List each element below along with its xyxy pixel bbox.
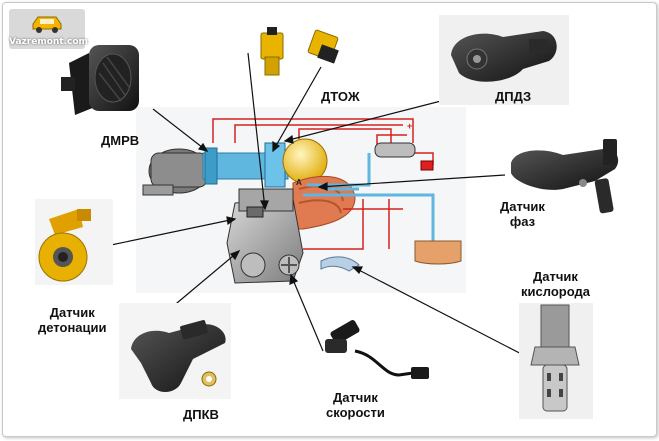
label-speed-sensor: Датчик скорости xyxy=(326,390,385,420)
site-logo[interactable]: Vazremont.com xyxy=(9,9,88,49)
leader-phase xyxy=(318,174,506,188)
dtozh-sensor-image xyxy=(260,27,339,76)
purge-valve xyxy=(420,160,434,171)
car-icon xyxy=(32,16,62,33)
canister xyxy=(374,142,416,158)
leader-dtozh-2 xyxy=(272,66,322,152)
dpdz-sensor-image xyxy=(439,15,569,105)
label-dpdz: ДПДЗ xyxy=(495,89,532,104)
label-dpkv: ДПКВ xyxy=(183,407,219,422)
label-phase-line-1: Датчик xyxy=(500,199,545,214)
leader-dmrv xyxy=(152,108,208,152)
leader-dtozh-1 xyxy=(247,52,266,210)
detonation-sensor-image xyxy=(35,199,113,285)
leader-lines xyxy=(110,52,532,360)
phase-sensor-image xyxy=(511,139,619,214)
label-speed-line-2: скорости xyxy=(326,405,385,420)
engine-sensors-diagram: А + xyxy=(35,15,619,419)
dpkv-sensor-image xyxy=(119,303,231,399)
plus-mark: + xyxy=(407,121,412,131)
label-detonation-line-2: детонации xyxy=(38,320,107,335)
dmrv-sensor-image xyxy=(61,45,139,115)
oxygen-sensor-image xyxy=(519,303,593,419)
coolant-lines xyxy=(303,153,435,241)
speed-sensor-image xyxy=(325,320,429,379)
fuel-tank xyxy=(414,240,462,265)
label-oxygen-line-1: Датчик xyxy=(533,269,578,284)
leader-dpdz xyxy=(284,100,442,142)
leader-detonation xyxy=(110,218,236,246)
catalyst xyxy=(320,256,360,272)
label-oxygen-sensor: Датчик кислорода xyxy=(521,269,590,299)
leader-dmrv-arrow xyxy=(197,142,209,152)
leader-speed xyxy=(290,274,324,352)
label-detonation-sensor: Датчик детонации xyxy=(38,305,107,335)
point-a-label: А xyxy=(296,178,302,187)
label-speed-line-1: Датчик xyxy=(332,390,378,405)
leader-oxygen xyxy=(352,266,532,360)
mass-air-flow-housing xyxy=(204,147,218,185)
label-oxygen-line-2: кислорода xyxy=(521,284,590,299)
label-dtozh: ДТОЖ xyxy=(321,89,360,104)
label-detonation-line-1: Датчик xyxy=(49,305,95,320)
logo-text: Vazremont.com xyxy=(9,37,88,47)
label-phase-line-2: фаз xyxy=(509,214,536,229)
label-phase-sensor: Датчик фаз xyxy=(500,199,545,229)
air-filter xyxy=(142,148,210,196)
label-dmrv: ДМРВ xyxy=(101,133,140,148)
leader-dpkv xyxy=(170,250,240,309)
